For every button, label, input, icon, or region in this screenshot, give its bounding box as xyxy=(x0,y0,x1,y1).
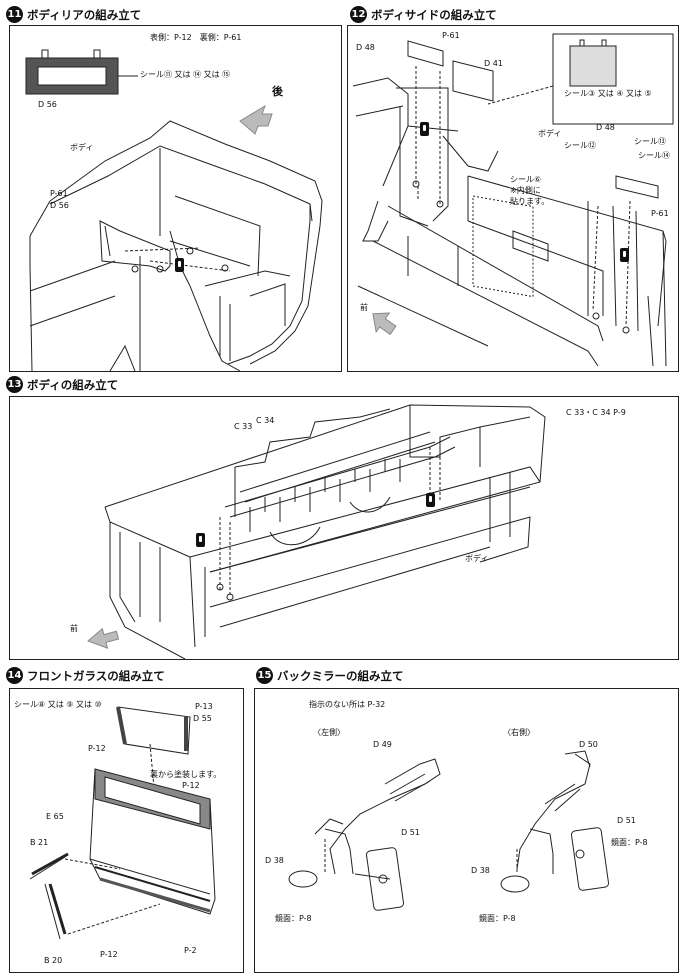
right-side-label: 〈右側〉 xyxy=(503,728,535,737)
step-14-title: 14 フロントガラスの組み立て xyxy=(6,667,165,684)
seal-note: シール⑧ 又は ⑨ 又は ⑩ xyxy=(14,700,102,709)
part-d48-label: D 48 xyxy=(356,43,375,52)
cement-icon xyxy=(175,258,184,272)
part-d55-label: D 55 xyxy=(193,714,212,723)
part-d48-label: D 48 xyxy=(596,123,615,132)
part-b20-label: B 20 xyxy=(44,956,63,965)
inset-seal-note: シール③ 又は ④ 又は ⑤ xyxy=(564,89,652,98)
rear-body-illustration xyxy=(25,49,323,371)
part-d50-label: D 50 xyxy=(579,740,598,749)
step-number-badge: 13 xyxy=(6,376,23,393)
paint-p12-label: P-12 xyxy=(182,781,200,790)
default-paint-note: 指示のない所は P-32 xyxy=(309,700,386,709)
seal-12-label: シール⑫ xyxy=(564,141,596,150)
body-side-illustration xyxy=(352,33,674,367)
step-title-text: ボディサイドの組み立て xyxy=(371,7,497,22)
cement-icon xyxy=(420,122,429,136)
step-11-panel: 表側：P-12 裏側：P-61 シール⑪ 又は ⑭ 又は ⑮ D 56 ボディ … xyxy=(9,25,342,372)
direction-front-label: 前 xyxy=(360,303,368,312)
step-12-panel: P-61 D 48 D 41 シール③ 又は ④ 又は ⑤ D 48 ボディ シ… xyxy=(347,25,679,372)
step-title-text: ボディの組み立て xyxy=(27,377,119,392)
mirror-paint-label: 鏡面：P-8 xyxy=(479,914,516,923)
part-d56-label: D 56 xyxy=(50,201,69,210)
direction-front-label: 前 xyxy=(70,624,78,633)
part-d56-label: D 56 xyxy=(38,100,57,109)
part-d51-label: D 51 xyxy=(617,816,636,825)
seal-6-label: シール⑥ xyxy=(510,175,542,184)
paint-p61-label: P-61 xyxy=(50,189,68,198)
step-11-title: 11 ボディリアの組み立て xyxy=(6,6,141,23)
cement-icon xyxy=(196,533,205,547)
paint-note: 表側：P-12 裏側：P-61 xyxy=(150,33,242,42)
step-15-panel: 指示のない所は P-32 〈左側〉 〈右側〉 D 49 D 50 D 51 D … xyxy=(254,688,679,973)
step-title-text: ボディリアの組み立て xyxy=(27,7,142,22)
part-d51-label: D 51 xyxy=(401,828,420,837)
seal-14-label: シール⑭ xyxy=(638,151,670,160)
paint-p12-label: P-12 xyxy=(100,950,118,959)
part-e65-label: E 65 xyxy=(46,812,64,821)
part-b21-label: B 21 xyxy=(30,838,49,847)
body-assembly-illustration xyxy=(87,404,546,659)
step-title-text: バックミラーの組み立て xyxy=(277,668,404,683)
part-d49-label: D 49 xyxy=(373,740,392,749)
paint-p61-label: P-61 xyxy=(651,209,669,218)
mirror-illustration xyxy=(288,750,610,911)
left-side-label: 〈左側〉 xyxy=(313,728,345,737)
step-12-title: 12 ボディサイドの組み立て xyxy=(350,6,497,23)
step-number-badge: 12 xyxy=(350,6,367,23)
paint-p12-label: P-12 xyxy=(88,744,106,753)
body-label: ボディ xyxy=(70,143,94,152)
windshield-illustration xyxy=(29,706,216,940)
step-number-badge: 15 xyxy=(256,667,273,684)
part-d38-label: D 38 xyxy=(471,866,490,875)
step-14-panel: シール⑧ 又は ⑨ 又は ⑩ P-13 D 55 P-12 裏から塗装します。 … xyxy=(9,688,244,973)
part-d41-label: D 41 xyxy=(484,59,503,68)
direction-rear-label: 後 xyxy=(272,85,283,98)
cement-icon xyxy=(426,493,435,507)
paint-p61-label: P-61 xyxy=(442,31,460,40)
paint-p13-label: P-13 xyxy=(195,702,213,711)
part-c34-label: C 34 xyxy=(256,416,275,425)
body-label: ボディ xyxy=(465,554,489,563)
step-number-badge: 11 xyxy=(6,6,23,23)
mirror-paint-label: 鏡面：P-8 xyxy=(275,914,312,923)
part-d38-label: D 38 xyxy=(265,856,284,865)
step-13-title: 13 ボディの組み立て xyxy=(6,376,118,393)
seal-6-note: ※内側に xyxy=(510,186,541,195)
paint-p2-label: P-2 xyxy=(184,946,197,955)
mirror-paint-label: 鏡面：P-8 xyxy=(611,838,648,847)
step-15-title: 15 バックミラーの組み立て xyxy=(256,667,404,684)
seal-13-label: シール⑬ xyxy=(634,137,666,146)
step-13-panel: C 33 C 34 C 33・C 34 P-9 ボディ 前 xyxy=(9,396,679,660)
seal-6-note: 貼ります。 xyxy=(510,197,550,206)
step-title-text: フロントガラスの組み立て xyxy=(27,668,165,683)
paint-note: C 33・C 34 P-9 xyxy=(566,408,626,417)
seal-note: シール⑪ 又は ⑭ 又は ⑮ xyxy=(140,70,231,79)
body-label: ボディ xyxy=(538,129,562,138)
step-number-badge: 14 xyxy=(6,667,23,684)
back-paint-note: 裏から塗装します。 xyxy=(150,770,222,779)
cement-icon xyxy=(620,248,629,262)
part-c33-label: C 33 xyxy=(234,422,253,431)
